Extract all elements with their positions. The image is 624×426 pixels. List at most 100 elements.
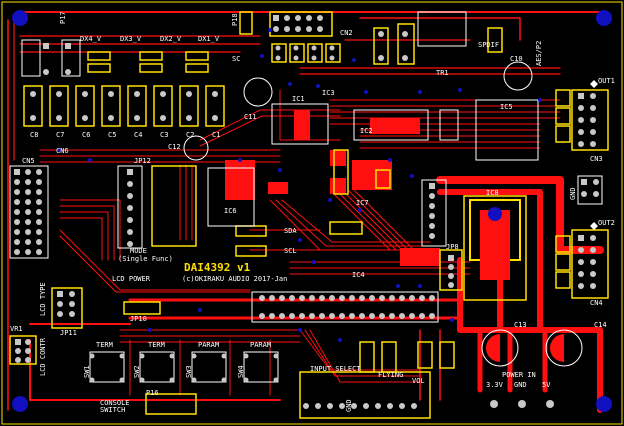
label-ic6: IC6 — [224, 207, 237, 215]
pad — [15, 357, 21, 363]
pad — [191, 377, 197, 383]
pad — [546, 400, 554, 408]
pad — [363, 403, 369, 409]
via — [388, 158, 392, 162]
pad — [25, 189, 31, 195]
pad — [25, 249, 31, 255]
pad — [409, 295, 415, 301]
label-lcd-contr: LCD CONTR — [39, 338, 47, 376]
pad — [399, 403, 405, 409]
label-p16: P16 — [146, 389, 159, 397]
pad — [315, 403, 321, 409]
connector-arrows — [590, 80, 598, 230]
pad — [399, 313, 405, 319]
via — [238, 158, 242, 162]
pad — [359, 295, 365, 301]
pad — [490, 400, 498, 408]
pad — [127, 205, 133, 211]
via — [458, 88, 462, 92]
pad — [134, 115, 140, 121]
pad — [169, 353, 175, 359]
pad — [590, 283, 596, 289]
pad — [399, 295, 405, 301]
via — [268, 28, 272, 32]
pad — [25, 339, 31, 345]
via — [364, 90, 368, 94]
pad — [369, 313, 375, 319]
pad — [590, 141, 596, 147]
via — [148, 328, 152, 332]
pad — [36, 169, 42, 175]
pad — [429, 233, 435, 239]
label-c7: C7 — [56, 131, 65, 139]
pad — [139, 377, 145, 383]
through-hole-pads — [14, 15, 599, 409]
pad — [339, 403, 345, 409]
pad — [43, 43, 49, 49]
pad — [411, 403, 417, 409]
pad — [273, 353, 279, 359]
pad — [578, 105, 584, 111]
label-ic2: IC2 — [360, 127, 373, 135]
via — [198, 308, 202, 312]
pad — [127, 193, 133, 199]
label-power-in: POWER IN — [502, 371, 536, 379]
via — [316, 84, 320, 88]
pad — [349, 295, 355, 301]
label-c11: C11 — [244, 113, 257, 121]
pad — [15, 348, 21, 354]
pad — [295, 15, 301, 21]
pad — [578, 117, 584, 123]
pad — [43, 69, 49, 75]
pad — [25, 179, 31, 185]
pad — [299, 295, 305, 301]
pad — [25, 239, 31, 245]
pad — [339, 313, 345, 319]
label-sc: SC — [232, 55, 241, 63]
pad — [578, 235, 584, 241]
pad — [14, 179, 20, 185]
pad — [127, 241, 133, 247]
pad — [279, 295, 285, 301]
label-c12: C12 — [168, 143, 181, 151]
pad — [25, 209, 31, 215]
label-ic3: IC3 — [322, 89, 335, 97]
pad — [134, 91, 140, 97]
via — [410, 174, 414, 178]
pad — [359, 313, 365, 319]
pad — [593, 179, 599, 185]
label-cn4: CN4 — [590, 299, 603, 307]
pad — [402, 31, 408, 37]
pad — [309, 295, 315, 301]
pad — [306, 15, 312, 21]
via — [358, 208, 362, 212]
label-lcd-power: LCD POWER — [112, 275, 150, 283]
pad — [36, 219, 42, 225]
pad — [299, 313, 305, 319]
pad — [269, 313, 275, 319]
label-c2: C2 — [186, 131, 195, 139]
pad — [273, 26, 279, 32]
pad — [378, 31, 384, 37]
label-c3: C3 — [160, 131, 169, 139]
pad — [36, 199, 42, 205]
pad — [293, 55, 299, 61]
pad — [387, 403, 393, 409]
pad — [429, 203, 435, 209]
pad — [14, 209, 20, 215]
pad — [14, 199, 20, 205]
label-dx3: DX3_V — [120, 35, 142, 43]
label-p17: P17 — [59, 11, 67, 24]
pad — [317, 26, 323, 32]
via — [88, 158, 92, 162]
pad — [379, 295, 385, 301]
pad — [212, 115, 218, 121]
pad — [36, 189, 42, 195]
pad — [389, 295, 395, 301]
label-p18: P18 — [231, 13, 239, 26]
pad — [127, 181, 133, 187]
pad — [36, 179, 42, 185]
label-power-gnd: GND — [514, 381, 527, 389]
